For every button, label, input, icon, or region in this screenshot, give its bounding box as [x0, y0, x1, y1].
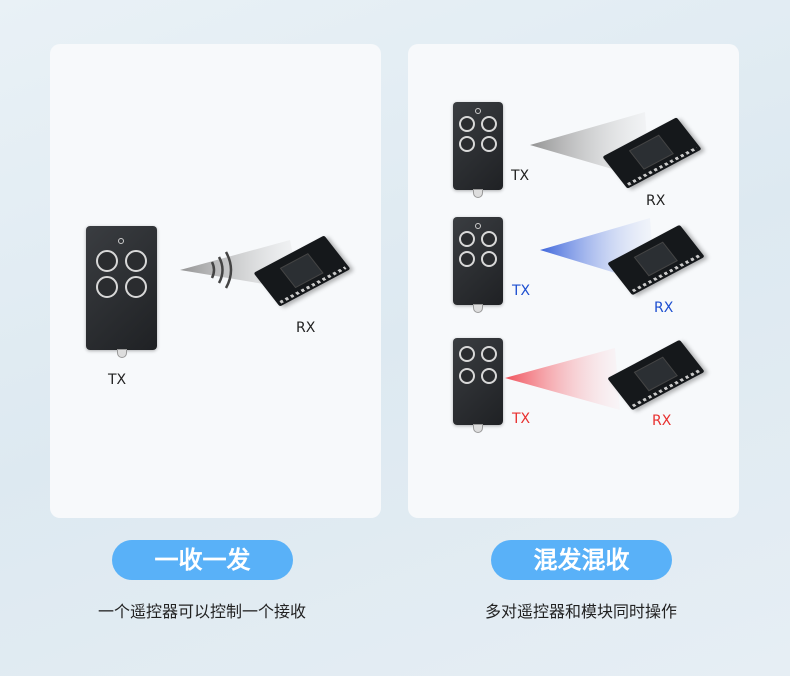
wave-icon — [210, 251, 233, 289]
remote-transmitter — [86, 226, 157, 358]
rx-label: RX — [652, 413, 672, 429]
remote-transmitter — [453, 338, 503, 433]
remote-transmitter — [453, 102, 503, 198]
rx-label: RX — [296, 320, 316, 336]
single-pair-title: 一收一发 — [112, 540, 293, 580]
single-pair-caption: 一个遥控器可以控制一个接收 — [97, 602, 306, 621]
multi-pair-title: 混发混收 — [491, 540, 672, 580]
beam-red — [505, 348, 620, 410]
rx-label: RX — [654, 300, 674, 316]
tx-label: TX — [512, 283, 531, 299]
rx-label: RX — [646, 193, 666, 209]
remote-transmitter — [453, 217, 503, 313]
tx-label: TX — [512, 411, 531, 427]
tx-label: TX — [108, 372, 127, 388]
tx-label: TX — [511, 168, 530, 184]
multi-pair-caption: 多对遥控器和模块同时操作 — [484, 602, 677, 621]
